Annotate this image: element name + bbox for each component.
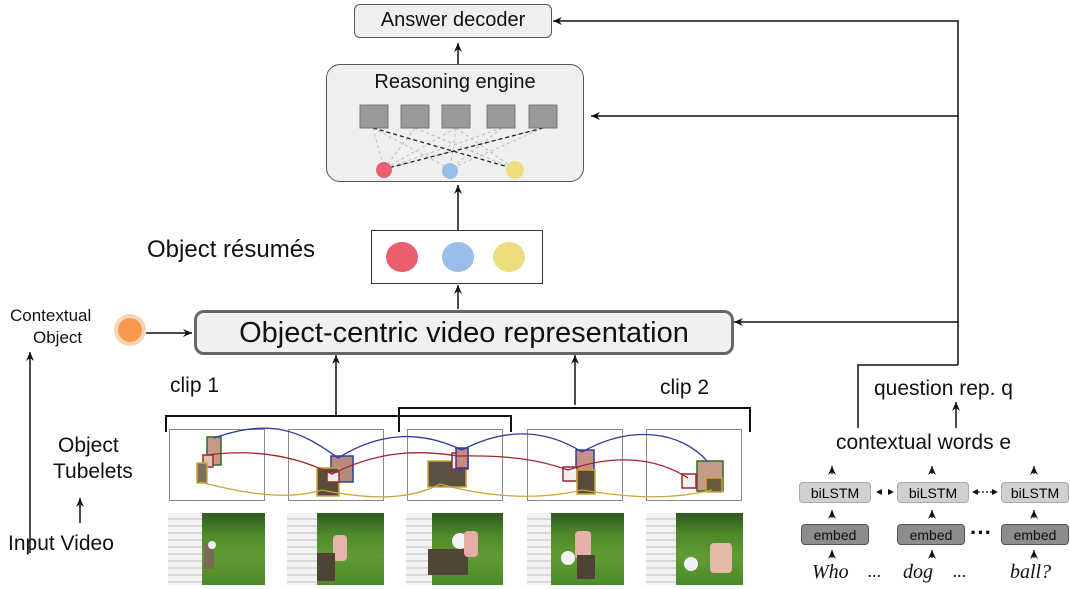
reasoning-object-yellow (506, 161, 524, 179)
answer-decoder-box: Answer decoder (354, 4, 552, 38)
embed-3: embed (1001, 524, 1069, 545)
input-frame-3 (406, 513, 503, 585)
object-resumes-box (371, 230, 543, 284)
bilstm-1: biLSTM (799, 482, 871, 503)
word-who: Who (812, 561, 849, 583)
arrow-question-to-decoder (553, 17, 959, 365)
tubelet-frame-5 (646, 429, 742, 501)
word-dog: dog (903, 561, 933, 583)
video-representation-box: Object-centric video representation (194, 310, 734, 355)
object-tubelets-label-line1: Object (58, 434, 119, 457)
word-ball: ball? (1010, 561, 1052, 583)
input-frame-2 (287, 513, 384, 585)
reasoning-node-2 (400, 104, 430, 129)
input-frame-1 (168, 513, 265, 585)
reasoning-engine-label: Reasoning engine (374, 71, 536, 93)
bilstm-2: biLSTM (897, 482, 969, 503)
tubelet-frame-1 (169, 429, 265, 501)
video-representation-label: Object-centric video representation (239, 317, 689, 349)
clip1-bracket (165, 415, 512, 432)
contextual-words-label: contextual words e (836, 431, 1012, 454)
reasoning-node-4 (486, 104, 516, 129)
answer-decoder-label: Answer decoder (380, 9, 526, 31)
word-ellipsis-2: ... (953, 561, 967, 581)
word-ellipsis-1: ... (868, 561, 882, 581)
object-resumes-label: Object résumés (147, 236, 316, 263)
embed-ellipsis: ··· (970, 520, 992, 545)
reasoning-node-5 (528, 104, 558, 129)
contextual-object-icon (114, 314, 146, 346)
object-resumes-graphic (386, 242, 525, 272)
contextual-object-label-line2: Object (33, 328, 83, 347)
line-contextual-words-up (857, 364, 958, 428)
tubelet-frame-3 (407, 429, 503, 501)
contextual-object-label-line1: Contextual (10, 306, 92, 325)
input-frame-5 (646, 513, 743, 585)
input-video-label: Input Video (8, 532, 114, 555)
reasoning-engine-graph (359, 104, 558, 179)
clip1-label: clip 1 (170, 374, 220, 397)
clip2-bracket (398, 407, 751, 432)
resume-red (386, 242, 418, 272)
question-rep-label: question rep. q (874, 377, 1013, 400)
resume-yellow (493, 242, 525, 272)
reasoning-engine-box: Reasoning engine (326, 64, 584, 182)
reasoning-object-blue (442, 163, 458, 179)
reasoning-object-red (376, 162, 392, 178)
reasoning-node-1 (359, 104, 389, 129)
embed-1: embed (801, 524, 869, 545)
input-frame-4 (527, 513, 624, 585)
reasoning-node-3 (441, 104, 471, 129)
clip2-label: clip 2 (660, 376, 710, 399)
resume-blue (442, 242, 474, 272)
bilstm-3: biLSTM (1001, 482, 1069, 503)
tubelet-frame-4 (527, 429, 623, 501)
object-tubelets-label-line2: Tubelets (53, 460, 133, 483)
tubelet-frame-2 (288, 429, 384, 501)
embed-2: embed (897, 524, 965, 545)
